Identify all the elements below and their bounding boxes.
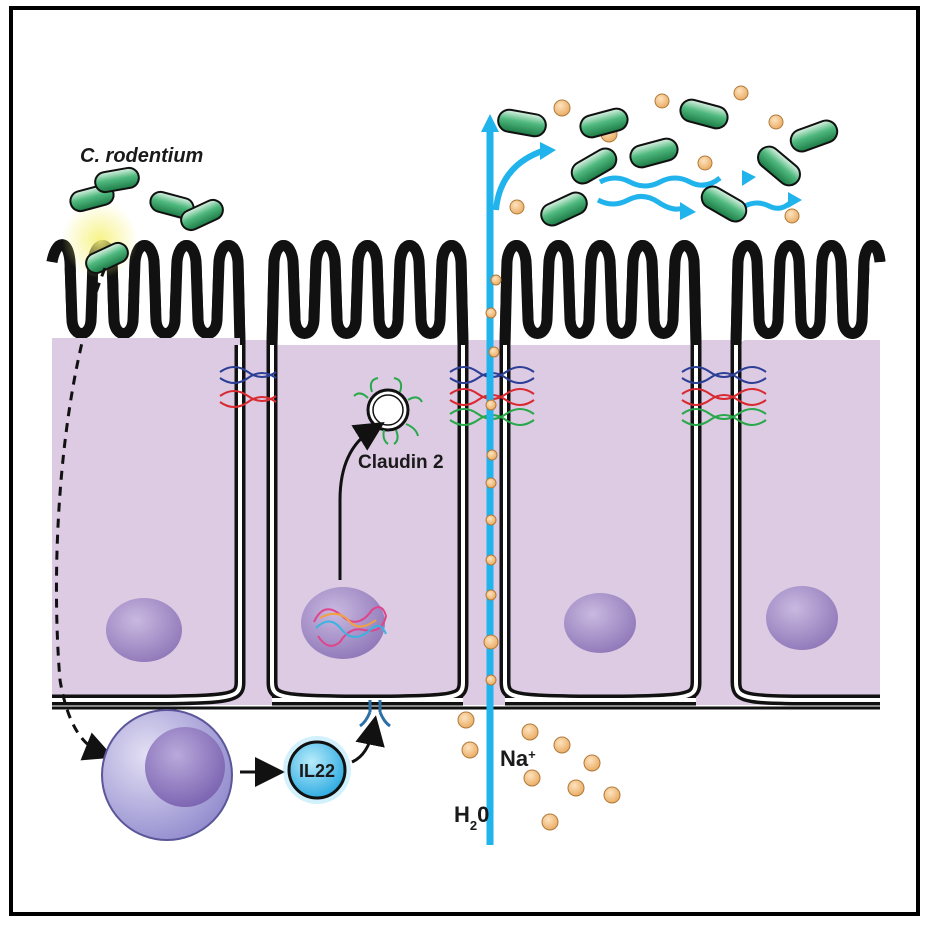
bacterium-icon: [757, 145, 801, 187]
nucleus-icon: [766, 586, 838, 650]
sodium-ion-icon: [485, 399, 497, 411]
tight-junction-1: [219, 366, 277, 408]
sodium-ion-icon: [697, 155, 713, 171]
sodium-ion-icon: [567, 779, 585, 797]
sodium-ion-icon: [490, 274, 502, 286]
sodium-ion-icon: [509, 199, 525, 215]
dna-icon: [313, 606, 388, 647]
sodium-ion-icon: [768, 114, 784, 130]
il22-label: IL22: [299, 761, 335, 781]
sodium-ion-icon: [485, 554, 497, 566]
sodium-ion-icon: [553, 736, 571, 754]
bacterium-icon: [629, 137, 679, 169]
sodium-ion-icon: [523, 769, 541, 787]
nucleus-icon: [564, 593, 636, 653]
bacteria-label: C. rodentium: [80, 145, 203, 167]
sodium-ion-icon: [485, 589, 497, 601]
sodium-ion-icon: [485, 307, 497, 319]
tight-junction-3: [681, 366, 767, 426]
binding-arrow: [351, 715, 385, 764]
sodium-ion-icon: [541, 813, 559, 831]
receptor-icon: [359, 700, 391, 728]
nucleus-icon: [106, 598, 182, 662]
epithelial-layer: [52, 245, 880, 710]
sodium-ion-icon: [553, 99, 571, 117]
bacteria: [69, 98, 839, 275]
bacterium-icon: [700, 185, 748, 223]
sodium-ion-icon: [488, 346, 500, 358]
sodium-ion-icon: [485, 477, 497, 489]
sodium-ion-icon: [603, 786, 621, 804]
sodium-ion-icon: [733, 85, 749, 101]
sodium-ion-icon: [583, 754, 601, 772]
immune-cell: [101, 709, 233, 841]
sodium-ion-icon: [461, 741, 479, 759]
sodium-ion-icon: [521, 723, 539, 741]
expression-arrow: [338, 422, 385, 580]
signal-arrow: [54, 267, 114, 761]
bacterium-icon: [579, 107, 629, 139]
bacterium-icon: [180, 198, 224, 232]
bacterium-icon: [540, 191, 588, 227]
il22-cytokine: [283, 736, 351, 804]
bacterium-icon: [789, 119, 839, 153]
bacterium-icon: [94, 166, 140, 194]
sodium-ion-icon: [483, 634, 499, 650]
sodium-ion-icon: [457, 711, 475, 729]
bacterium-icon: [679, 98, 729, 130]
bacterium-icon: [570, 147, 618, 185]
sodium-label: Na+: [500, 746, 536, 771]
sodium-ion-icon: [485, 674, 497, 686]
sodium-ion-icon: [654, 93, 670, 109]
sodium-ion-icon: [486, 449, 498, 461]
water-label: H20: [454, 802, 489, 833]
bacterium-icon: [497, 108, 547, 138]
sodium-ion-icon: [784, 208, 800, 224]
claudin-label: Claudin 2: [358, 452, 444, 473]
sodium-ion-icon: [485, 514, 497, 526]
bacterium-icon: [85, 241, 129, 275]
